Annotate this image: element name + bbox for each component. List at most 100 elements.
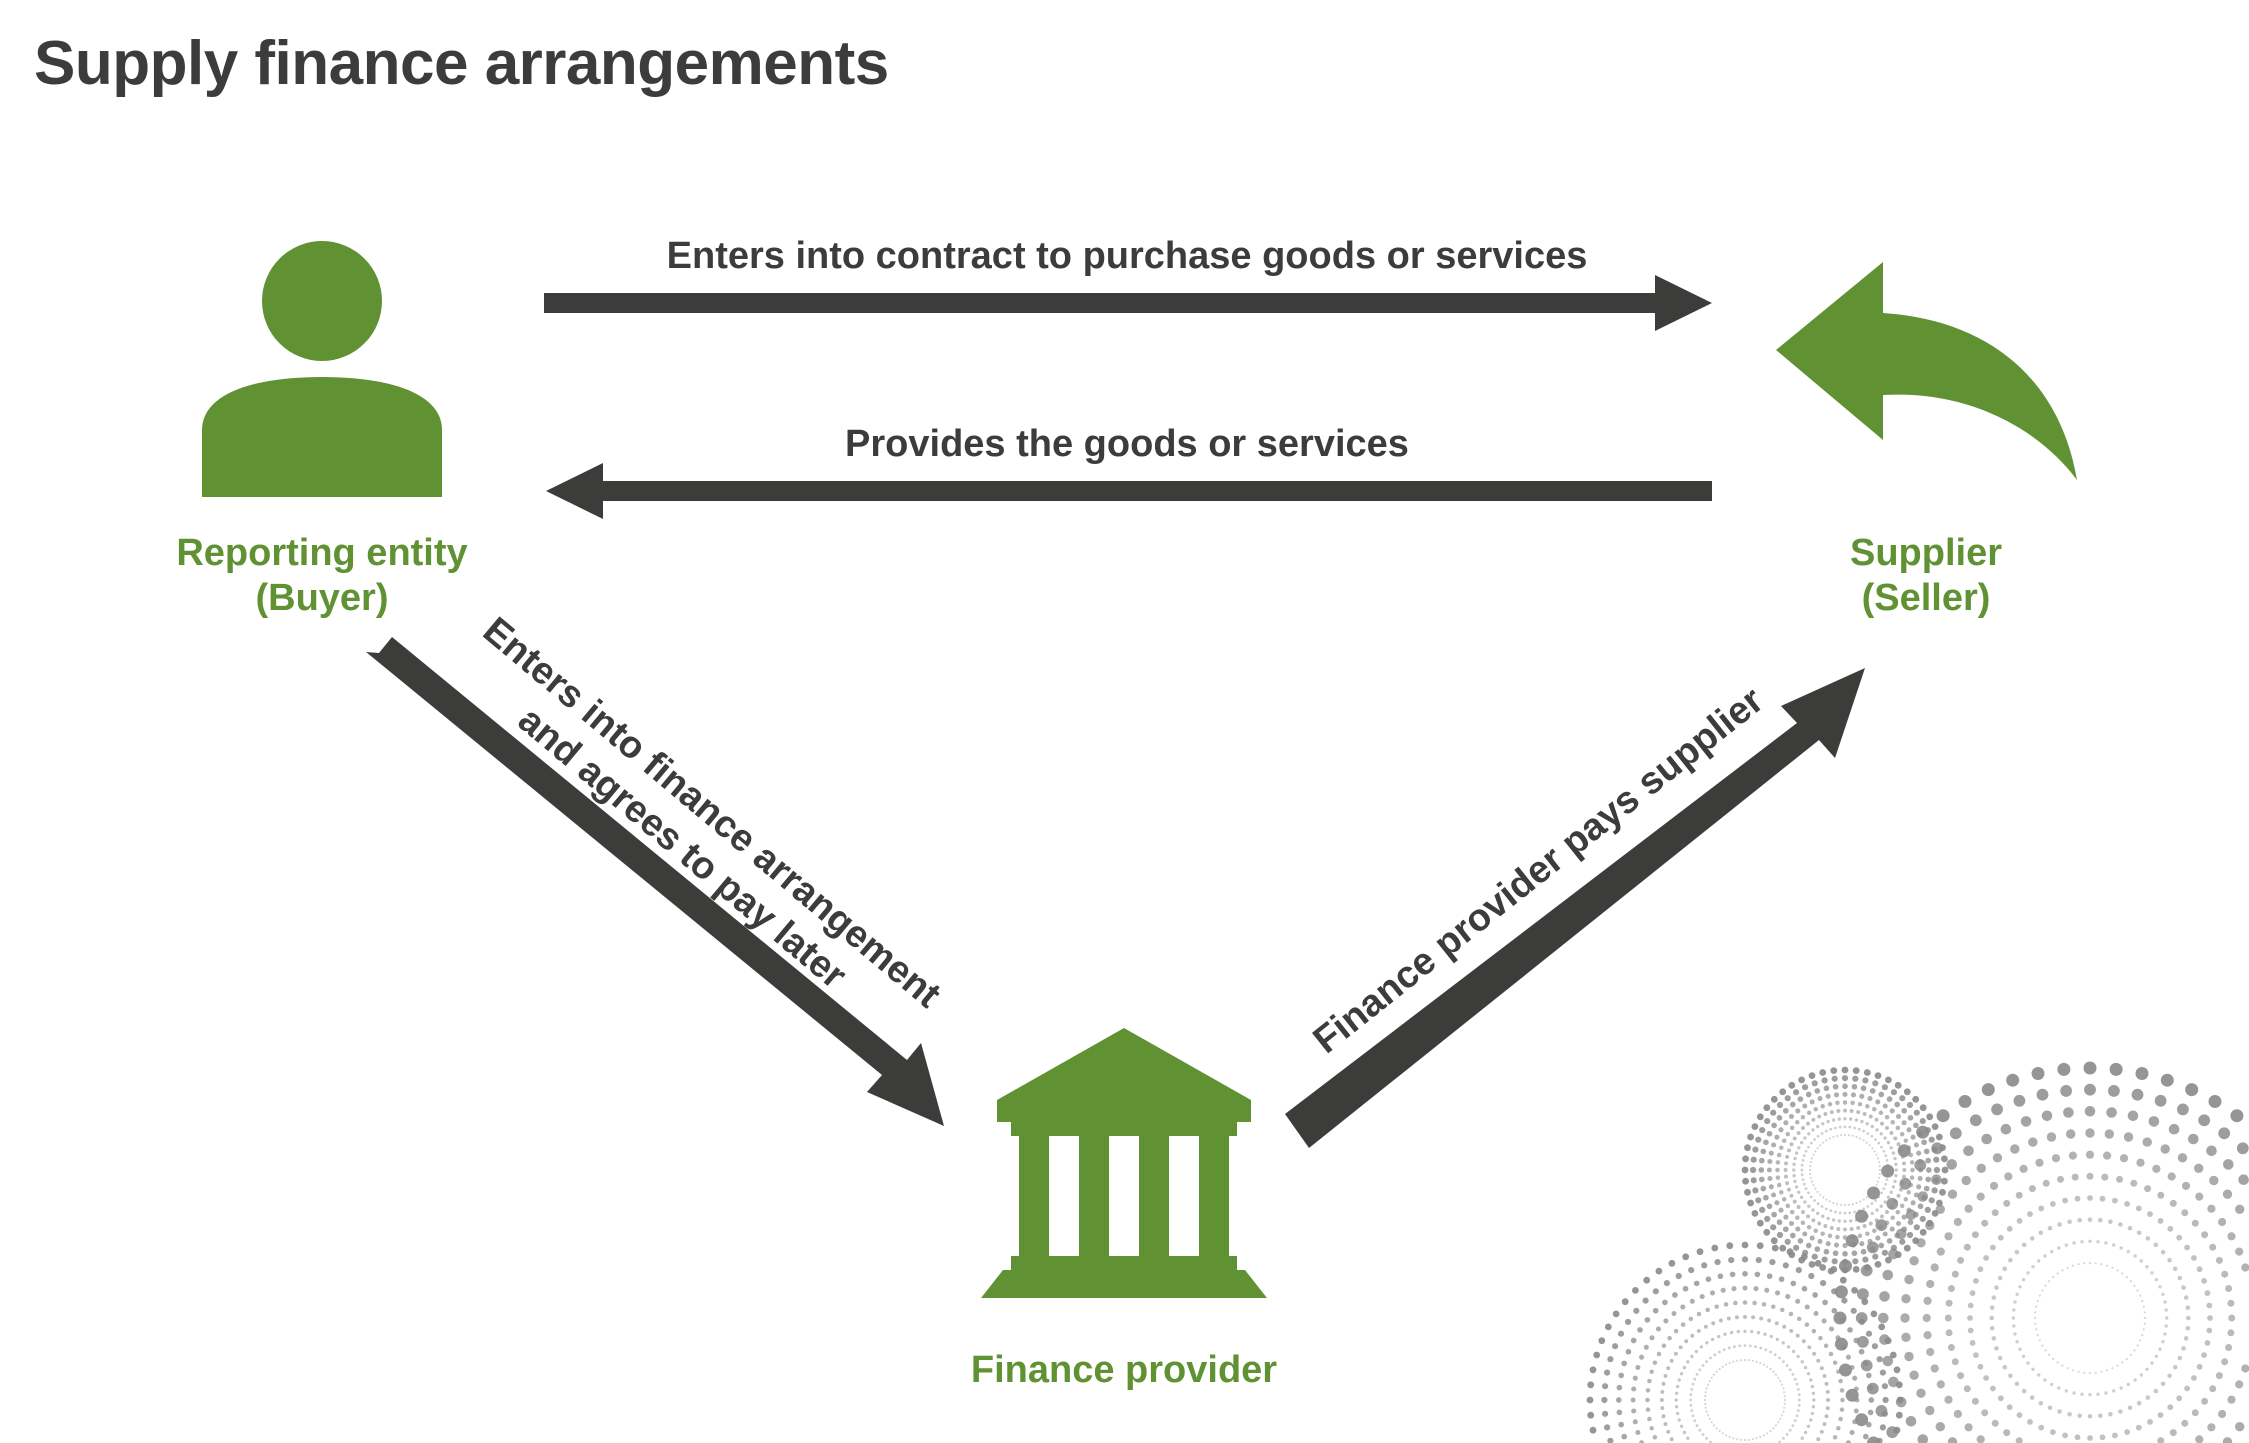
decor-dot bbox=[1798, 1076, 1805, 1084]
decor-dot bbox=[1857, 1233, 1863, 1239]
decor-dot bbox=[1852, 1266, 1860, 1273]
decor-dot bbox=[1621, 1360, 1628, 1367]
decor-dot bbox=[1632, 1287, 1639, 1294]
decor-dot bbox=[1625, 1348, 1632, 1355]
decor-dot bbox=[1916, 1238, 1926, 1248]
decor-dot bbox=[1789, 1232, 1796, 1239]
decor-dot bbox=[1859, 1200, 1862, 1203]
decor-dot bbox=[1800, 1253, 1808, 1261]
decor-dot bbox=[2018, 1347, 2022, 1351]
decor-dot bbox=[1989, 1315, 1994, 1321]
decor-dot bbox=[1990, 1385, 1996, 1392]
decor-dot bbox=[2037, 1259, 2041, 1263]
decor-dot bbox=[1804, 1304, 1810, 1310]
decor-dot bbox=[1872, 1080, 1879, 1087]
decor-dot bbox=[1817, 1114, 1822, 1119]
decor-dot bbox=[1971, 1397, 1979, 1405]
decor-dot bbox=[1916, 1388, 1926, 1398]
decor-dot bbox=[2072, 1391, 2076, 1395]
decor-dot bbox=[1928, 1197, 1935, 1204]
decor-dot bbox=[2099, 1195, 2106, 1202]
decor-dot bbox=[1939, 1188, 1946, 1196]
decor-dot bbox=[1843, 1125, 1847, 1129]
decor-dot bbox=[1729, 1330, 1734, 1335]
decor-dot bbox=[2141, 1299, 2144, 1303]
decor-dot bbox=[1748, 1344, 1752, 1348]
decor-dot bbox=[1723, 1302, 1729, 1307]
decor-dot bbox=[1780, 1414, 1784, 1417]
decor-dot bbox=[1755, 1437, 1758, 1440]
decor-dot bbox=[1829, 1110, 1834, 1115]
decor-dot bbox=[2083, 1262, 2086, 1265]
decor-dot bbox=[1802, 1231, 1808, 1237]
decor-dot bbox=[1797, 1190, 1801, 1194]
decor-dot bbox=[2139, 1339, 2142, 1342]
decor-dot bbox=[2052, 1276, 2055, 1279]
decor-dot bbox=[1953, 1217, 1962, 1227]
decor-dot bbox=[1783, 1120, 1789, 1126]
decor-dot bbox=[2161, 1340, 2165, 1344]
decor-dot bbox=[2038, 1230, 2044, 1236]
decor-dot bbox=[2222, 1189, 2233, 1199]
decor-dot bbox=[1839, 1259, 1852, 1273]
decor-dot bbox=[1822, 1422, 1827, 1427]
decor-dot bbox=[1878, 1172, 1881, 1175]
decor-dot bbox=[1785, 1131, 1791, 1137]
decor-dot bbox=[1800, 1163, 1804, 1167]
decor-dot bbox=[1831, 1218, 1836, 1222]
decor-dot bbox=[1811, 1391, 1816, 1395]
decor-dot bbox=[2043, 1254, 2047, 1258]
decor-dot bbox=[1862, 1224, 1867, 1228]
decor-dot bbox=[1881, 1164, 1895, 1178]
decor-dot bbox=[1731, 1286, 1737, 1292]
decor-dot bbox=[1894, 1101, 1901, 1108]
decor-dot bbox=[2201, 1397, 2209, 1405]
decor-dot bbox=[1836, 1426, 1841, 1431]
flow-label-finance-line2: and agrees to pay later bbox=[510, 699, 854, 997]
decor-dot bbox=[1875, 1099, 1881, 1105]
decor-dot bbox=[1809, 1172, 1812, 1175]
decor-dot bbox=[1964, 1204, 1973, 1213]
decor-dot bbox=[2038, 1400, 2044, 1406]
decor-dot bbox=[2195, 1435, 2204, 1443]
decor-dot bbox=[1832, 1250, 1839, 1257]
decor-dot bbox=[1833, 1092, 1840, 1098]
decor-dot bbox=[1857, 1336, 1869, 1348]
decor-dot bbox=[1770, 1224, 1777, 1231]
decor-dot bbox=[1726, 1242, 1734, 1250]
decor-dot bbox=[1661, 1381, 1666, 1386]
decor-dot bbox=[1803, 1200, 1807, 1204]
decor-dot bbox=[1587, 1381, 1595, 1389]
decor-dot bbox=[1922, 1313, 1931, 1323]
decor-dot bbox=[1931, 1174, 1942, 1185]
decor-dot bbox=[1879, 1424, 1887, 1431]
decor-dot bbox=[1878, 1312, 1889, 1324]
decor-dot bbox=[2103, 1151, 2112, 1160]
decor-dot bbox=[1806, 1214, 1810, 1219]
decor-dot bbox=[1824, 1381, 1829, 1386]
decor-dot bbox=[1804, 1322, 1810, 1327]
decor-dot bbox=[1778, 1276, 1785, 1283]
decor-dot bbox=[1874, 1261, 1882, 1268]
decor-dot bbox=[2038, 1294, 2041, 1297]
decor-dot bbox=[1800, 1360, 1804, 1364]
decor-dot bbox=[1788, 1220, 1795, 1227]
decor-dot bbox=[1840, 1397, 1845, 1403]
decor-dot bbox=[1696, 1248, 1704, 1256]
decor-dot bbox=[1875, 1208, 1879, 1212]
decor-dot bbox=[2209, 1385, 2217, 1393]
decor-dot bbox=[1885, 1159, 1889, 1162]
decor-dot bbox=[1705, 1360, 1708, 1363]
decor-dot bbox=[1803, 1365, 1808, 1370]
decor-dot bbox=[2031, 1067, 2045, 1080]
decor-dot bbox=[1889, 1131, 1894, 1135]
decor-dot bbox=[1878, 1161, 1881, 1164]
decor-dot bbox=[1788, 1311, 1794, 1317]
decor-dot bbox=[2006, 1073, 2020, 1087]
decor-dot bbox=[1828, 1351, 1834, 1357]
decor-dot bbox=[2143, 1322, 2146, 1325]
decor-dot bbox=[1682, 1430, 1687, 1435]
decor-dot bbox=[1831, 1258, 1838, 1265]
decor-dot bbox=[1652, 1307, 1659, 1314]
decor-dot bbox=[1923, 1185, 1930, 1192]
